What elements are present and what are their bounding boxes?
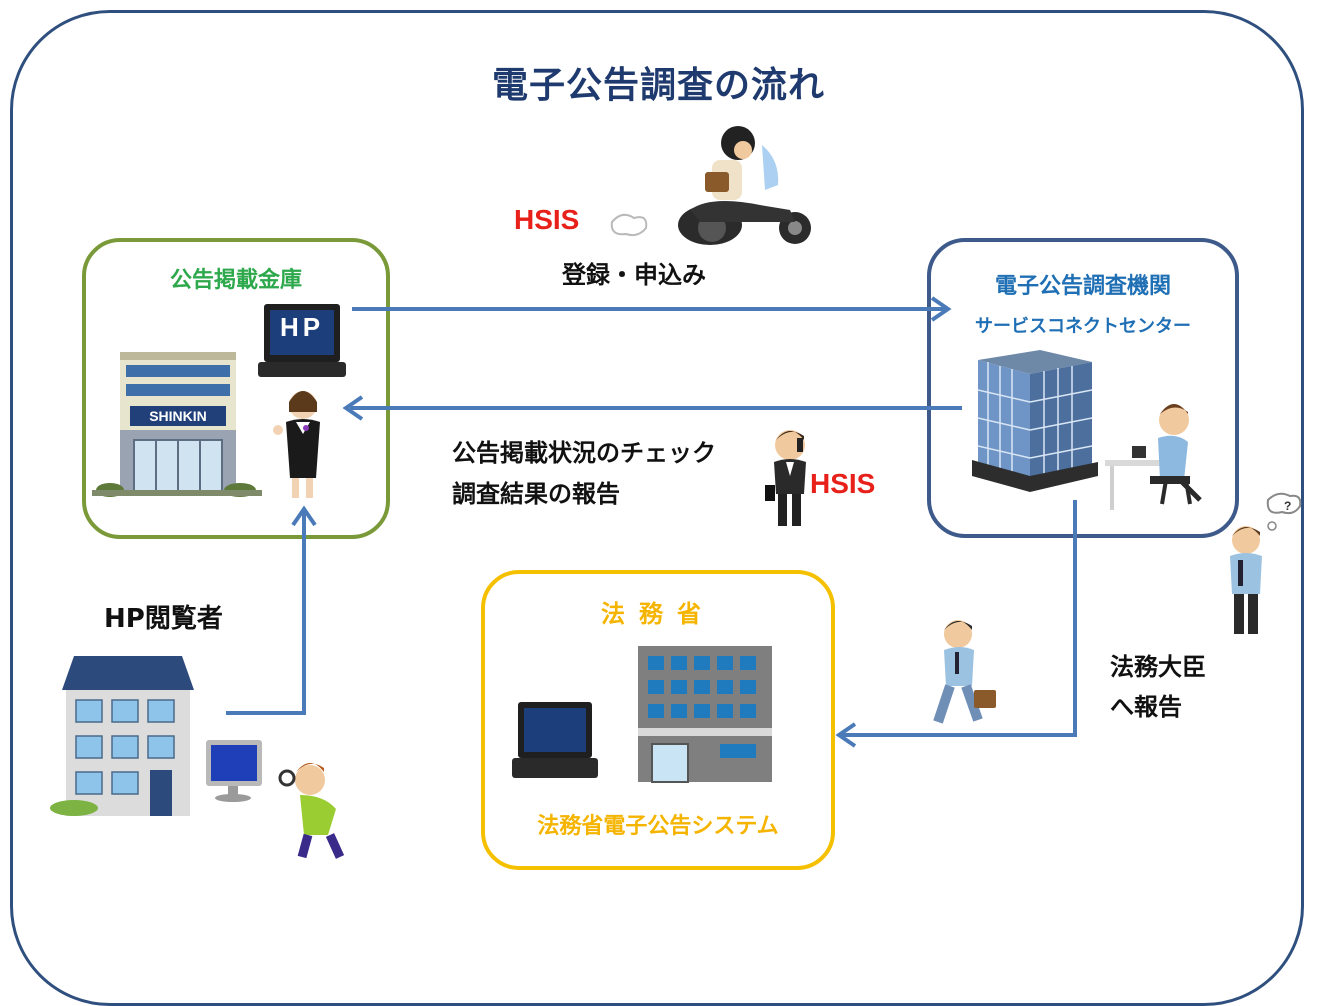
moj-laptop-icon <box>512 702 598 778</box>
hsis-register-tag: HSIS <box>514 204 580 235</box>
arrow-viewer <box>226 505 317 715</box>
office-tower-icon <box>972 350 1098 492</box>
survey-center-sublabel: サービスコネクトセンター <box>975 316 1191 337</box>
hp-screen-label: HP <box>279 312 325 342</box>
moj-box <box>481 570 835 870</box>
minister-report-label-2: へ報告 <box>1110 693 1182 721</box>
minister-report-label-1: 法務大臣 <box>1110 653 1206 681</box>
shinkin-building-icon <box>92 352 262 497</box>
check-label: 公告掲載状況のチェック <box>452 439 716 467</box>
scooter-courier-icon <box>610 126 811 245</box>
hp-viewer-label: HP閲覧者 <box>104 604 223 634</box>
businessman-phone-icon <box>765 430 806 526</box>
arrow-report-moj <box>835 500 1077 748</box>
magnifier-person-icon <box>278 763 345 859</box>
arrow-register <box>352 296 952 322</box>
report-result-label: 調査結果の報告 <box>452 480 620 508</box>
register-label: 登録・申込み <box>562 261 706 289</box>
shinkin-sign: SHINKIN <box>149 408 207 424</box>
moj-system-label: 法務省電子公告システム <box>537 814 779 839</box>
bank-staff-icon <box>273 391 320 498</box>
bank-box <box>82 238 390 539</box>
page-title: 電子公告調査の流れ <box>491 65 825 106</box>
hsis-check-tag: HSIS <box>810 468 876 499</box>
survey-center-box <box>927 238 1239 538</box>
bank-laptop-icon <box>258 304 346 377</box>
viewer-house-icon <box>50 656 194 816</box>
viewer-monitor-icon <box>206 740 262 802</box>
diagram-graphics: ? <box>50 126 1302 859</box>
arrow-check-report <box>342 395 962 421</box>
survey-center-label: 電子公告調査機関 <box>994 274 1171 299</box>
thinking-man-icon: ? <box>1230 492 1302 634</box>
moj-building-icon <box>638 646 772 783</box>
moj-label: 法務省 <box>601 600 715 628</box>
bank-label: 公告掲載金庫 <box>169 268 302 293</box>
svg-text:?: ? <box>1284 499 1291 513</box>
office-worker-icon <box>1105 404 1202 510</box>
walking-man-icon <box>933 620 996 724</box>
